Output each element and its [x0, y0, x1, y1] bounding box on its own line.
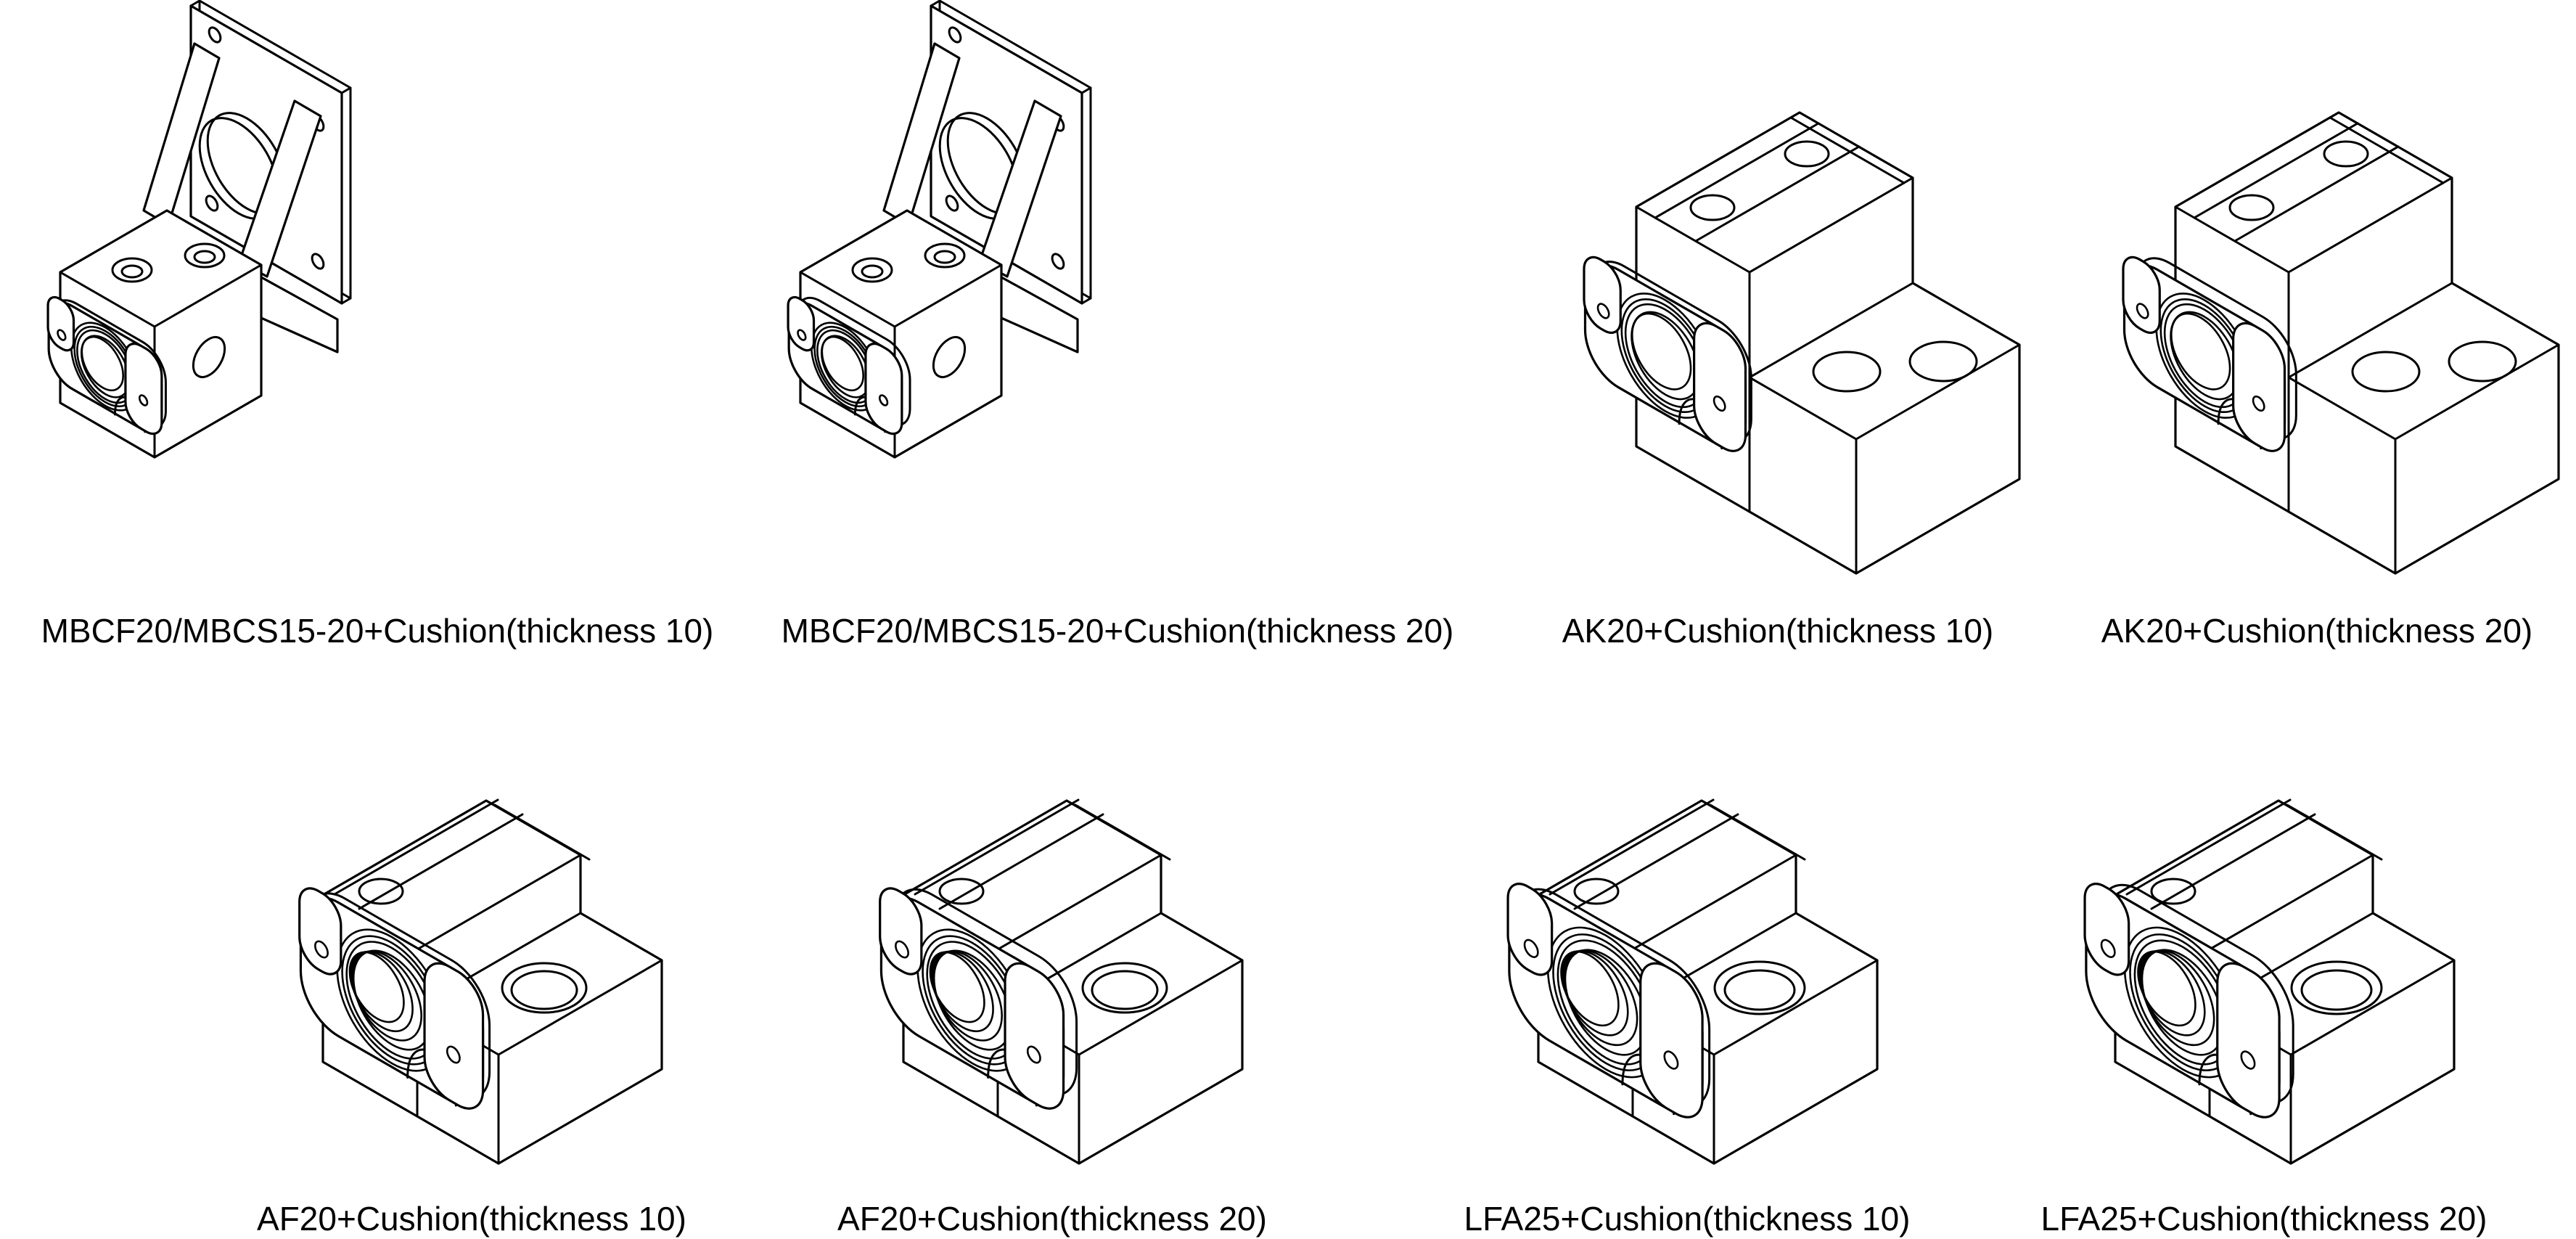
cushion — [788, 287, 910, 441]
cushion — [300, 877, 490, 1121]
drawing-canvas — [1524, 109, 2032, 588]
figure-caption: MBCF20/MBCS15-20+Cushion(thickness 10) — [41, 612, 714, 650]
cushion — [48, 290, 165, 442]
drawing-canvas — [762, 0, 1473, 581]
figure-caption: AF20+Cushion(thickness 10) — [257, 1200, 686, 1238]
isometric-drawing-af-block — [820, 798, 1244, 1165]
figure-af20-thickness-20: AF20+Cushion(thickness 20) — [766, 715, 1339, 1238]
figure-lfa25-thickness-10: LFA25+Cushion(thickness 10) — [1400, 715, 1974, 1238]
figure-af20-thickness-10: AF20+Cushion(thickness 10) — [174, 715, 769, 1238]
figure-caption: LFA25+Cushion(thickness 20) — [2040, 1200, 2487, 1238]
cushion — [1508, 872, 1710, 1131]
isometric-drawing-flange-bracket — [762, 0, 1092, 459]
isometric-drawing-ak-block — [2063, 111, 2560, 575]
figure-lfa25-thickness-20: LFA25+Cushion(thickness 20) — [1977, 715, 2551, 1238]
figure-mbcf-thickness-10: MBCF20/MBCS15-20+Cushion(thickness 10) — [11, 0, 744, 650]
isometric-drawing-lfa-block — [2032, 798, 2456, 1165]
cushion — [1584, 247, 1751, 462]
drawing-canvas — [2032, 757, 2496, 1174]
figure-ak20-thickness-20: AK20+Cushion(thickness 20) — [2059, 0, 2575, 650]
figure-caption: MBCF20/MBCS15-20+Cushion(thickness 20) — [781, 612, 1454, 650]
drawing-canvas — [1455, 757, 1919, 1174]
figure-caption: AF20+Cushion(thickness 20) — [837, 1200, 1267, 1238]
drawing-canvas — [22, 0, 733, 581]
drawing-canvas — [2063, 109, 2571, 588]
isometric-drawing-flange-bracket — [22, 0, 352, 459]
drawing-canvas — [820, 757, 1284, 1174]
figure-caption: AK20+Cushion(thickness 20) — [2101, 612, 2533, 650]
drawing-canvas — [239, 757, 704, 1174]
figure-caption: LFA25+Cushion(thickness 10) — [1464, 1200, 1911, 1238]
cushion — [880, 873, 1077, 1121]
figure-ak20-thickness-10: AK20+Cushion(thickness 10) — [1520, 0, 2035, 650]
isometric-drawing-ak-block — [1524, 111, 2021, 575]
cushion — [2085, 867, 2293, 1131]
isometric-drawing-af-block — [239, 798, 663, 1165]
figure-mbcf-thickness-20: MBCF20/MBCS15-20+Cushion(thickness 20) — [751, 0, 1484, 650]
cushion — [2123, 244, 2296, 462]
figure-caption: AK20+Cushion(thickness 10) — [1562, 612, 1994, 650]
isometric-drawing-lfa-block — [1455, 798, 1879, 1165]
